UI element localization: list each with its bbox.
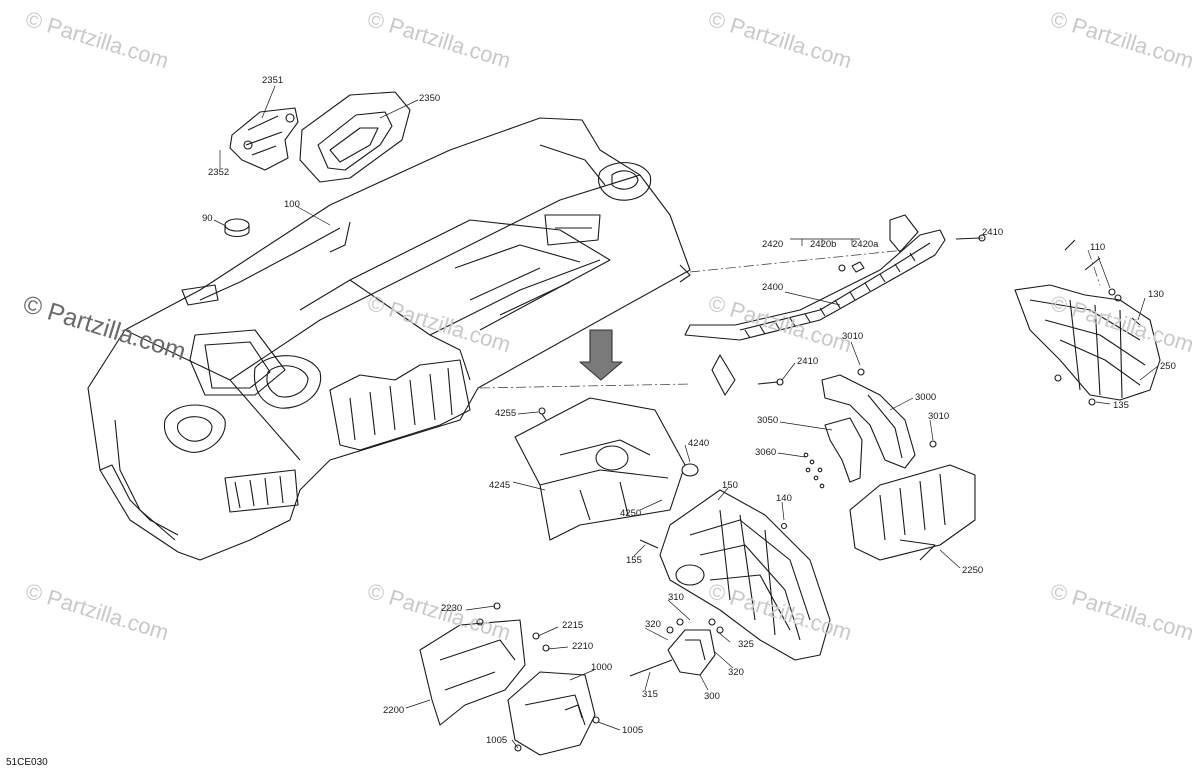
callout-label: 2230 (441, 603, 463, 614)
callout-label: 1000 (591, 662, 613, 673)
callout-label: 320 (645, 619, 661, 630)
callout-label: 3010 (842, 331, 864, 342)
callout-label: 1005 (486, 735, 508, 746)
part-300-mount (629, 618, 724, 677)
callout-label: 155 (626, 555, 642, 566)
part-4245-glovebox (514, 397, 699, 541)
callout-label: 2400 (762, 282, 784, 293)
callout-label: 2410 (797, 356, 819, 367)
callout-label: 325 (738, 639, 754, 650)
fasteners-2410-2420 (757, 234, 986, 386)
callout-label: 150 (722, 480, 738, 491)
leader-lines (213, 85, 1159, 749)
part-3000-bracket (803, 368, 937, 489)
part-2400-crossbar (684, 214, 946, 396)
callout-label: 315 (642, 689, 658, 700)
callout-label: 4250 (620, 508, 642, 519)
callout-label: 250 (1160, 361, 1176, 372)
callout-label: 2350 (419, 93, 441, 104)
callout-label: 2250 (962, 565, 984, 576)
callout-label: 4245 (489, 480, 511, 491)
callout-label: 4240 (688, 438, 710, 449)
alignment-lines (479, 249, 1101, 389)
callout-label: 3050 (757, 415, 779, 426)
dashboard-body (87, 117, 691, 561)
callout-label: 2351 (262, 75, 284, 86)
callout-label: 320 (728, 667, 744, 678)
callout-label: 2200 (383, 705, 405, 716)
callout-label: 1005 (622, 725, 644, 736)
callout-label: 2215 (562, 620, 584, 631)
callout-label: 100 (284, 199, 300, 210)
callout-label: 2420b (810, 239, 837, 250)
callout-label: 3010 (928, 411, 950, 422)
callout-label: 4255 (495, 408, 517, 419)
callout-label: 3000 (915, 392, 937, 403)
callout-label: 2420a (852, 239, 879, 250)
part-1000-cover (507, 671, 600, 756)
callout-label: 2420 (762, 239, 784, 250)
callout-label: 140 (776, 493, 792, 504)
callout-label: 300 (704, 691, 720, 702)
part-2250-vent (849, 464, 976, 561)
callout-label: 2352 (208, 167, 230, 178)
part-2350-cluster (299, 91, 411, 183)
callout-label: 110 (1090, 242, 1106, 253)
callout-label: 2210 (572, 641, 594, 652)
part-2351-bracket (229, 107, 299, 171)
part-150-console (639, 489, 831, 661)
callout-label: 135 (1113, 400, 1129, 411)
callout-label: 2410 (982, 227, 1004, 238)
diagram-code: 51CE030 (6, 757, 48, 768)
part-90-cap (224, 218, 250, 238)
callout-label: 130 (1148, 289, 1164, 300)
callout-label: 3060 (755, 447, 777, 458)
callout-label: 310 (668, 592, 684, 603)
callout-label: 90 (202, 213, 213, 224)
part-250-bracket (1014, 239, 1161, 406)
